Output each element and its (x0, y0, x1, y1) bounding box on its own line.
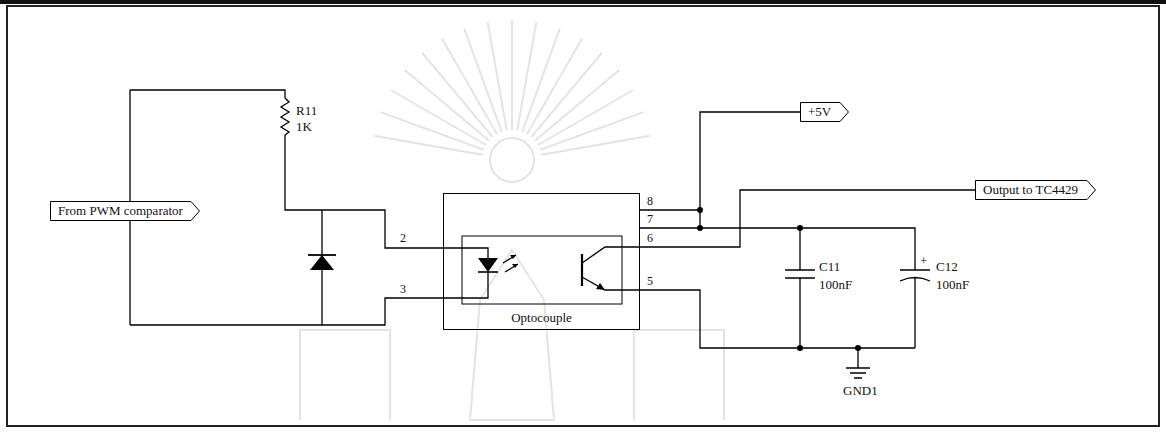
pin-number: 7 (647, 213, 653, 226)
watermark-ray (464, 28, 502, 131)
arrow-head (510, 255, 516, 259)
frame-border (7, 6, 1159, 426)
watermark-ray (488, 22, 507, 130)
pin-number: 3 (400, 283, 406, 296)
resistor-symbol (281, 98, 289, 135)
junction-dot (797, 225, 803, 231)
watermark-ray (511, 20, 513, 130)
flag-outline (801, 103, 849, 122)
node-text: From PWM comparator (58, 201, 183, 221)
pin-number: 5 (647, 275, 653, 288)
junction-dot (797, 345, 803, 351)
node-text: +5V (808, 102, 832, 122)
power-flag: +5V (800, 102, 849, 122)
ground-symbol (846, 348, 870, 378)
part-name: C12 (936, 260, 958, 274)
wire-connector (640, 190, 975, 247)
watermark-ray (531, 53, 602, 137)
pin3-wire (130, 272, 488, 325)
pin-number: 2 (400, 232, 406, 245)
pin-number: 6 (647, 232, 653, 245)
flag-outline (976, 181, 1096, 200)
optocoupler-box: Optocouple (443, 193, 640, 330)
watermark-pillars (300, 330, 724, 420)
watermark-ray (542, 136, 650, 155)
led-symbol (478, 258, 498, 272)
supply-wire (700, 228, 915, 270)
watermark-sun (490, 138, 534, 182)
capacitor-symbol (785, 228, 815, 348)
watermark-ray (380, 112, 483, 150)
polarity-mark: + (920, 254, 927, 268)
watermark-ray (538, 90, 633, 145)
watermark-ray (442, 39, 497, 134)
pin2-wire (285, 135, 488, 258)
net-flag: Output to TC4429 (975, 180, 1096, 200)
watermark-tower (470, 250, 554, 420)
pin8-wire (640, 209, 700, 210)
wire-connector (640, 112, 800, 228)
part-name: C11 (819, 260, 840, 274)
junction-dot (855, 345, 861, 351)
capacitor-symbol (900, 270, 930, 348)
part-value: 100nF (819, 278, 852, 292)
part-name: R11 (296, 104, 317, 118)
watermark-emblem (300, 20, 724, 420)
watermark-ray (517, 22, 536, 130)
emission-arrows (503, 255, 518, 272)
watermark-ray (405, 70, 489, 141)
zener-diode-bar (308, 254, 336, 256)
collector-wire (582, 247, 640, 263)
arrow-head (512, 264, 518, 268)
emitter-arrow (596, 283, 605, 290)
net-name: GND1 (843, 384, 878, 398)
watermark-ray (374, 136, 482, 155)
node-text: Optocouple (511, 308, 572, 328)
node-text: Output to TC4429 (983, 180, 1079, 200)
part-value: 100nF (936, 278, 969, 292)
flag-outline (51, 202, 200, 221)
opto-inner-outline (462, 236, 622, 304)
pin-number: 8 (647, 195, 653, 208)
top-band (0, 0, 1166, 4)
part-value: 1K (296, 120, 312, 134)
ground-wire (640, 290, 915, 348)
watermark-ray (540, 112, 643, 150)
emitter-wire (582, 277, 640, 290)
watermark-ray (522, 28, 560, 131)
wires (130, 90, 930, 378)
input-wire (130, 90, 285, 98)
net-flag: From PWM comparator (50, 201, 200, 221)
zener-diode-symbol (310, 255, 334, 270)
transistor-base (581, 254, 583, 286)
